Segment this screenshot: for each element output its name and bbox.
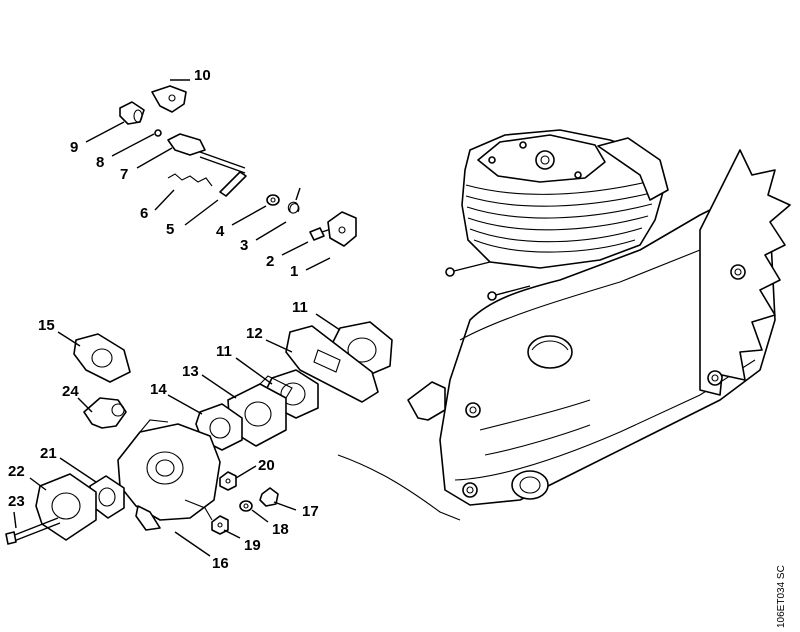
bolt-head (465, 402, 481, 418)
bolt-head (707, 370, 723, 386)
linkage-parts (119, 85, 357, 247)
callout-14: 14 (150, 381, 167, 398)
part-12-plate (285, 325, 379, 403)
callout-6: 6 (140, 205, 149, 222)
callout-23: 23 (8, 493, 25, 510)
part-16-carburetor (117, 423, 221, 521)
bolt-head (462, 482, 478, 498)
bolt-head (730, 264, 746, 280)
callout-11-lower: 11 (216, 343, 232, 360)
callout-18: 18 (272, 521, 289, 538)
callout-10: 10 (194, 67, 211, 84)
part-22-flange (35, 473, 97, 541)
part-3-spring (287, 201, 300, 214)
part-24-elbow (83, 397, 127, 429)
part-23-bolt (11, 517, 59, 537)
callout-2: 2 (266, 253, 275, 270)
crankcase-body (439, 189, 776, 506)
callout-11-upper: 11 (292, 299, 308, 316)
callout-5: 5 (166, 221, 175, 238)
part-19-nut (211, 515, 229, 535)
crank-boss (511, 470, 549, 500)
callout-21: 21 (40, 445, 57, 462)
intake-parts (5, 321, 393, 545)
callout-19: 19 (244, 537, 261, 554)
callout-22: 22 (8, 463, 25, 480)
callout-1: 1 (290, 263, 299, 280)
callout-3: 3 (240, 237, 249, 254)
callout-20: 20 (258, 457, 275, 474)
leader-lines (13, 79, 341, 557)
part-20-nut (219, 471, 237, 491)
callout-4: 4 (216, 223, 225, 240)
callout-12: 12 (246, 325, 263, 342)
part-1-bracket (327, 211, 357, 247)
callout-15: 15 (38, 317, 55, 334)
part-4-washer (266, 194, 280, 206)
drawing-code: 106ET034 SC (776, 565, 787, 628)
part-15-gasket (73, 333, 131, 383)
part-18-washer (239, 500, 253, 512)
callout-13: 13 (182, 363, 199, 380)
part-8-ball (154, 129, 162, 137)
cylinder (461, 129, 669, 269)
engine-assembly (337, 149, 791, 521)
spark-plug-hole (535, 150, 555, 170)
callout-9: 9 (70, 139, 79, 156)
part-9-sleeve (119, 101, 145, 125)
part-2-screw (309, 227, 325, 241)
part-6-spring (167, 173, 213, 187)
part-5-link (219, 171, 247, 197)
mount-bracket (407, 381, 446, 421)
callout-8: 8 (96, 154, 105, 171)
part-7-bracket (167, 133, 206, 156)
callout-7: 7 (120, 166, 129, 183)
part-17-sleeve (259, 487, 279, 507)
callout-16: 16 (212, 555, 229, 572)
callout-24: 24 (62, 383, 79, 400)
callout-17: 17 (302, 503, 319, 520)
